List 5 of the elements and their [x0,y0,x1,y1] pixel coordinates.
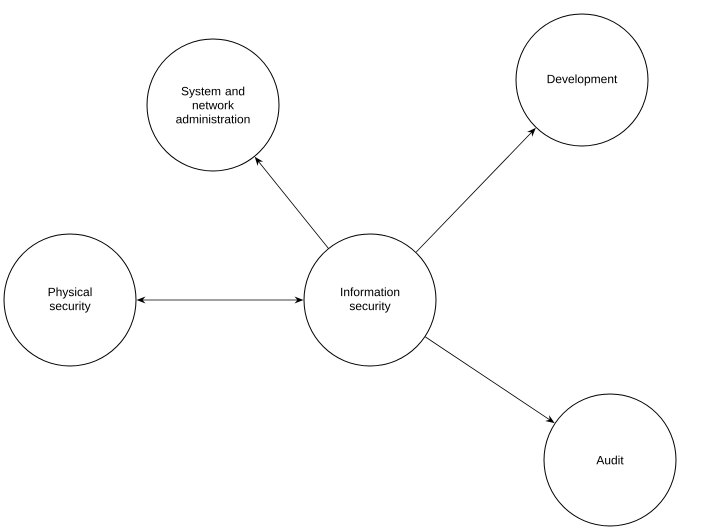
circle-node: Development [516,14,648,146]
circle-node: Audit [544,393,676,526]
circle-node: System and network administration [146,38,280,172]
circle-node: Physical security [4,234,136,366]
circle-node: Information security [304,234,436,366]
